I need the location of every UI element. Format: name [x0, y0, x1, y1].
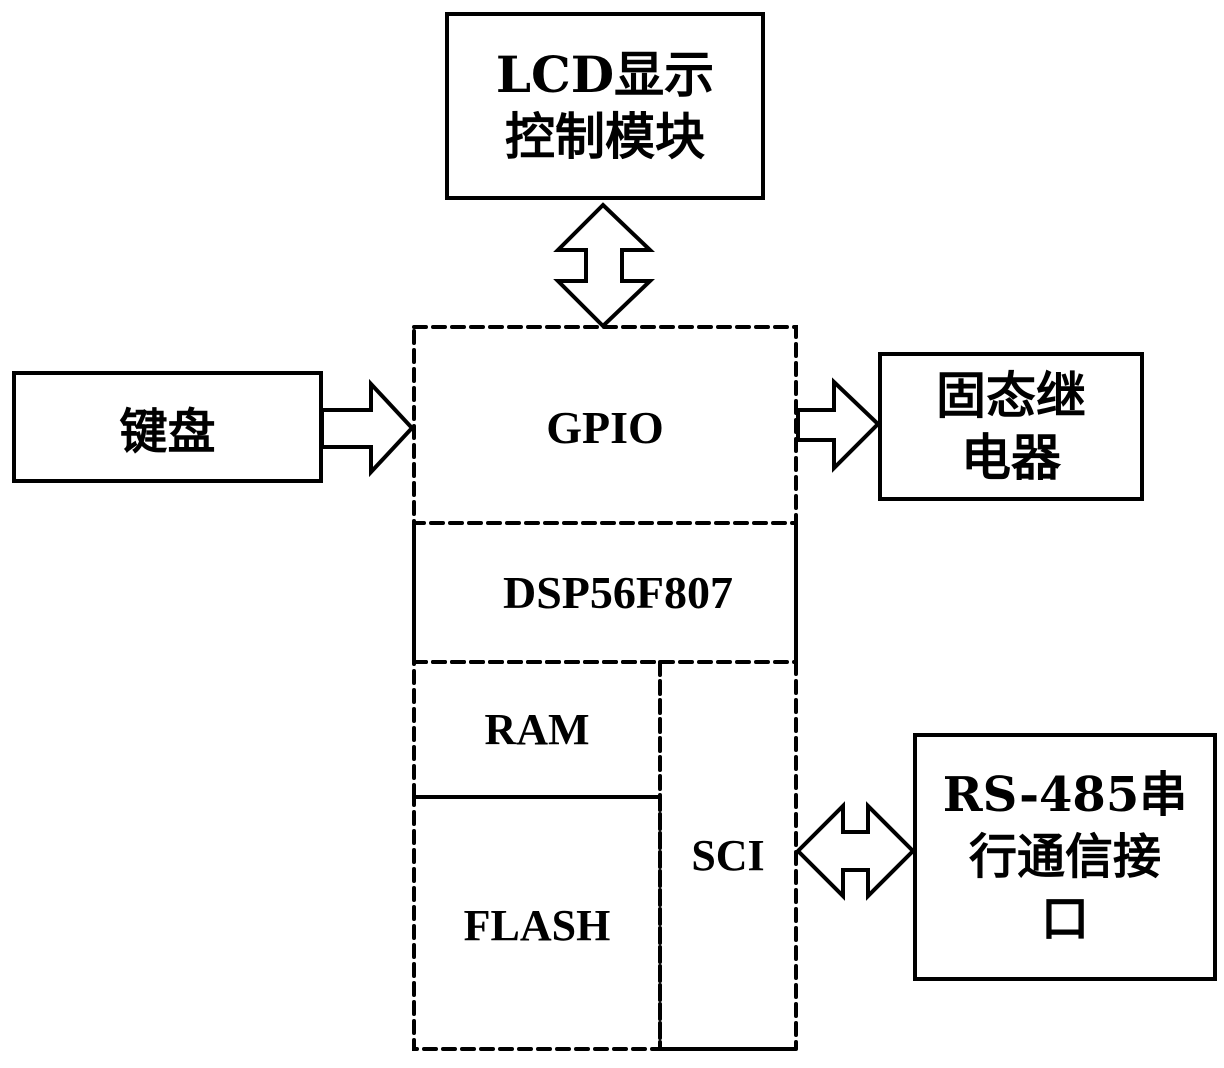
- lcd-module-label-line1: LCD显示: [495, 45, 715, 104]
- ram-label: RAM: [484, 705, 590, 754]
- lcd-module-box: LCD显示 控制模块: [445, 12, 765, 200]
- dsp-chip-label: DSP56F807: [503, 567, 733, 618]
- flash-label: FLASH: [463, 901, 611, 950]
- rs485-label-line2: 行通信接: [968, 829, 1161, 885]
- gpio-label: GPIO: [546, 402, 664, 453]
- lcd-module-label-line2: 控制模块: [505, 108, 705, 166]
- rs485-interface-box: RS-485串 行通信接 口: [913, 733, 1217, 981]
- keyboard-label: 键盘: [119, 404, 216, 460]
- keyboard-gpio-arrow: [320, 378, 415, 478]
- relay-label-line1: 固态继: [936, 366, 1086, 425]
- solid-state-relay-box: 固态继 电器: [878, 352, 1144, 501]
- relay-label-line2: 电器: [961, 428, 1061, 487]
- gpio-relay-arrow: [796, 377, 881, 473]
- lcd-gpio-double-arrow: [553, 202, 655, 329]
- sci-label: SCI: [691, 831, 765, 880]
- rs485-label-line3: 口: [1040, 891, 1089, 947]
- keyboard-box: 键盘: [12, 371, 323, 483]
- rs485-label-line1: RS-485串: [942, 767, 1188, 823]
- sci-rs485-double-arrow: [795, 801, 916, 901]
